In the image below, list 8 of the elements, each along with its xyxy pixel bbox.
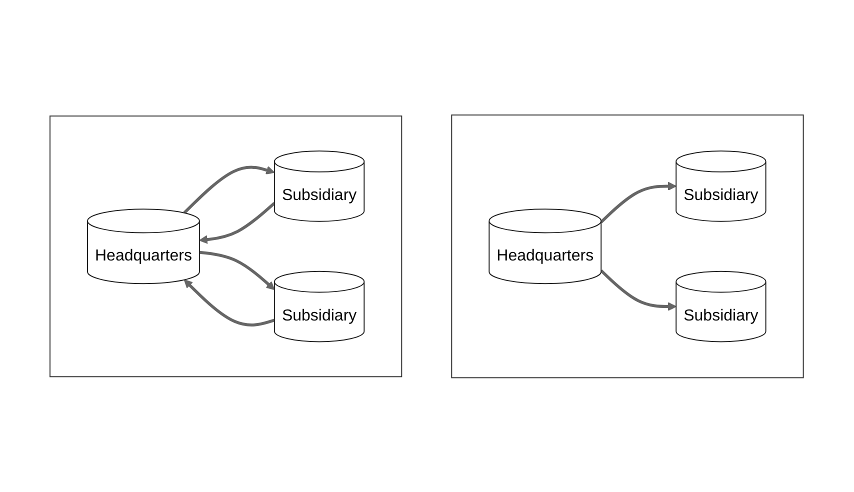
cluster — [452, 114, 804, 378]
arrow — [600, 269, 677, 311]
arrow — [184, 165, 276, 214]
arrow — [184, 279, 276, 326]
arrow — [200, 250, 276, 290]
arrow — [600, 181, 677, 223]
cluster — [50, 115, 402, 377]
arrow — [199, 202, 276, 244]
